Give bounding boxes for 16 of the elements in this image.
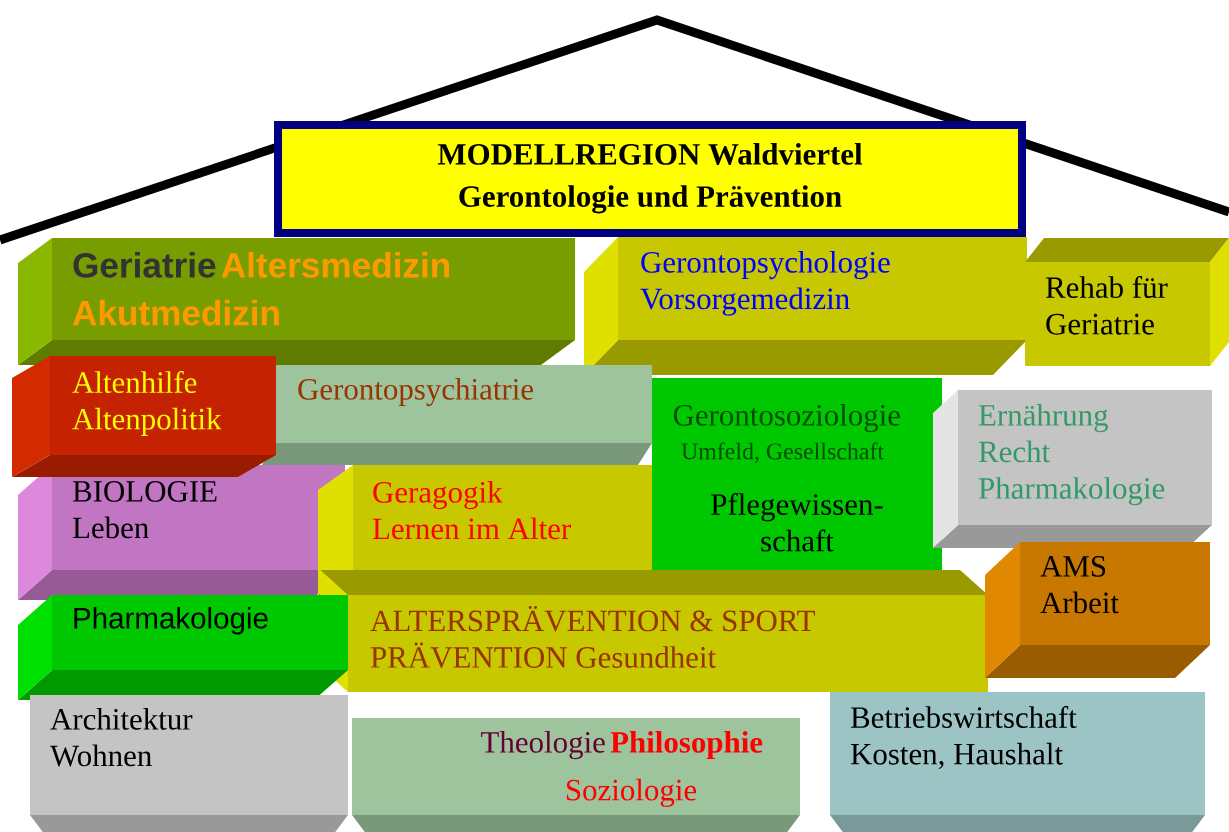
brick: Betriebswirtschaft Kosten, Haushalt: [830, 692, 1206, 832]
brick: Pharmakologie: [18, 595, 348, 700]
brick: Ernährung Recht Pharmakologie: [933, 390, 1212, 548]
node-label: Gerontopsychologie Vorsorgemedizin: [640, 251, 890, 316]
brick: ALTERSPRÄVENTION & SPORT PRÄVENTION Gesundheit: [320, 570, 988, 692]
title-box: MODELLREGION Waldviertel Gerontologie und Prävention: [274, 121, 1026, 237]
brick: Altenhilfe Altenpolitik: [12, 356, 276, 477]
brick: Gerontopsychologie Vorsorgemedizin: [584, 237, 1027, 375]
brick: Geriatrie Altersmedizin Akutmedizin: [18, 238, 576, 365]
brick: Gerontopsychiatrie: [262, 365, 652, 465]
brick: Rehab für Geriatrie: [1025, 238, 1229, 366]
brick: Theologie Philosophie Soziologie: [352, 718, 800, 832]
brick: Architektur Wohnen: [30, 695, 348, 832]
brick: AMS Arbeit: [985, 542, 1210, 678]
brick: Gerontosoziologie Umfeld, Gesellschaft Pflegewissen- schaft: [652, 378, 942, 570]
node-label: Rehab für Geriatrie: [1045, 276, 1168, 335]
